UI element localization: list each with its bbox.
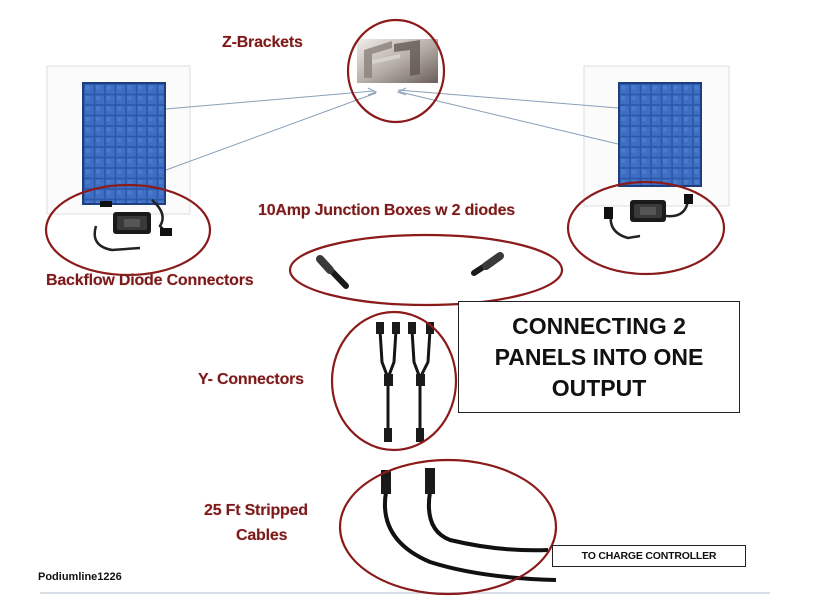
title-line-2: PANELS INTO ONE [494,343,704,370]
backflow-connectors-circle [288,233,564,307]
z-bracket-photo [357,39,438,83]
cables-circle [338,458,558,596]
label-y-connectors: Y- Connectors [198,371,304,388]
right-junction-circle [566,180,726,276]
arrow-right [396,87,407,96]
y-connector-plugs [376,322,434,442]
label-z-brackets: Z-Brackets [222,34,303,51]
arrow-left [367,87,378,96]
credit-text: Podiumline1226 [38,571,122,583]
title-box: CONNECTING 2 PANELS INTO ONE OUTPUT [458,301,740,413]
stripped-cables [383,491,557,582]
title-line-3: OUTPUT [551,374,647,401]
left-solar-panel [82,82,166,205]
cable-plugs [381,468,435,494]
y-connectors [378,329,432,430]
y-connectors-circle [330,310,458,452]
label-junction-boxes: 10Amp Junction Boxes w 2 diodes [258,202,515,219]
z-bracket-circle [346,18,446,124]
backflow-diode-connectors [316,252,504,289]
right-junction-box [604,194,693,240]
label-cables-line1: 25 Ft Stripped [204,502,308,519]
charge-controller-label: TO CHARGE CONTROLLER [581,550,717,562]
label-backflow-connectors: Backflow Diode Connectors [46,272,254,289]
left-junction-circle [44,183,212,277]
charge-controller-box: TO CHARGE CONTROLLER [552,545,746,567]
bracket-pointer-lines [165,89,619,171]
left-junction-box [93,199,172,252]
title-text: CONNECTING 2 PANELS INTO ONE OUTPUT [495,311,704,404]
right-solar-panel [618,82,702,187]
title-line-1: CONNECTING 2 [512,312,686,339]
label-cables-line2: Cables [236,527,288,544]
